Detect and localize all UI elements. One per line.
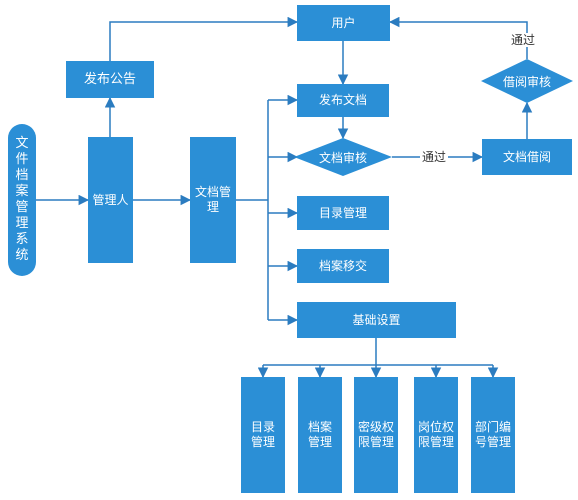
node-sub-dept-code-label: 部门编号管理 bbox=[474, 420, 511, 449]
node-doc-mgmt: 文档管理 bbox=[190, 137, 236, 263]
node-announce: 发布公告 bbox=[66, 61, 154, 98]
node-doc-review-label: 文档审核 bbox=[318, 150, 367, 165]
node-sub-secret-perm: 密级权限管理 bbox=[354, 377, 398, 493]
node-catalog-mgmt: 目录管理 bbox=[297, 196, 389, 230]
node-sub-dept-code: 部门编号管理 bbox=[471, 377, 515, 493]
node-basic-settings: 基础设置 bbox=[297, 302, 456, 338]
node-catalog-mgmt-label: 目录管理 bbox=[318, 205, 367, 220]
node-borrow-review-label: 借阅审核 bbox=[502, 74, 551, 89]
node-doc-borrow-label: 文档借阅 bbox=[502, 149, 551, 164]
node-borrow-review: 借阅审核 bbox=[481, 59, 573, 103]
edge-borrowreview-user bbox=[388, 16, 528, 59]
node-user-label: 用户 bbox=[331, 15, 356, 30]
node-doc-review: 文档审核 bbox=[294, 138, 392, 176]
node-publish-doc-label: 发布文档 bbox=[318, 93, 367, 107]
edge-label-pass-borrow: 通过 bbox=[509, 33, 538, 47]
node-doc-borrow: 文档借阅 bbox=[482, 139, 572, 175]
node-sub-catalog-label: 目录管理 bbox=[250, 420, 275, 449]
node-doc-mgmt-label: 文档管理 bbox=[194, 185, 231, 214]
diamond-shape bbox=[481, 59, 573, 103]
node-sub-catalog: 目录管理 bbox=[241, 377, 285, 493]
node-sub-post-perm-label: 岗位权限管理 bbox=[417, 420, 454, 449]
node-archive-transfer-label: 档案移交 bbox=[318, 258, 367, 273]
node-sub-archive: 档案管理 bbox=[298, 377, 342, 493]
edge-label-pass-review: 通过 bbox=[420, 150, 449, 164]
edge-announce-user bbox=[109, 16, 299, 61]
node-archive-transfer: 档案移交 bbox=[297, 249, 389, 283]
node-system-label: 文件档案管理系统 bbox=[15, 136, 29, 263]
node-sub-archive-label: 档案管理 bbox=[307, 420, 332, 449]
node-user: 用户 bbox=[297, 5, 390, 41]
node-admin: 管理人 bbox=[88, 137, 133, 263]
node-admin-label: 管理人 bbox=[92, 192, 129, 207]
node-announce-label: 发布公告 bbox=[83, 72, 136, 87]
node-sub-secret-perm-label: 密级权限管理 bbox=[357, 420, 394, 449]
node-sub-post-perm: 岗位权限管理 bbox=[414, 377, 458, 493]
diamond-shape bbox=[294, 138, 392, 176]
node-basic-settings-label: 基础设置 bbox=[352, 312, 401, 327]
node-system: 文件档案管理系统 bbox=[8, 124, 36, 276]
node-publish-doc: 发布文档 bbox=[297, 84, 389, 117]
